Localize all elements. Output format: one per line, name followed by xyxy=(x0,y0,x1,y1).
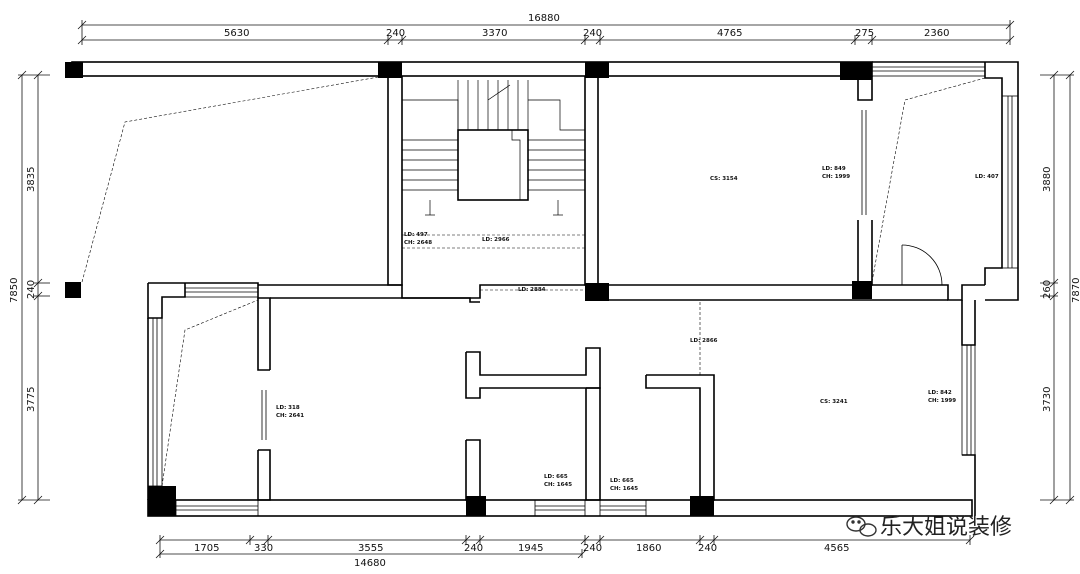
dim-bottom-7: 1860 xyxy=(636,543,661,554)
label-bottom-ch1: CH: 1645 xyxy=(544,482,572,488)
label-vertical-ld: LD: 2866 xyxy=(690,338,718,344)
dim-top-5: 4765 xyxy=(717,28,742,39)
dim-bottom-4: 240 xyxy=(464,543,483,554)
label-right-ld: LD: 842 xyxy=(928,390,952,396)
dim-right-3: 3730 xyxy=(1042,387,1053,412)
windows xyxy=(147,61,1019,517)
dim-right-2: 260 xyxy=(1042,280,1053,299)
dim-top-2: 240 xyxy=(386,28,405,39)
dim-right-1: 3880 xyxy=(1042,167,1053,192)
top-dimension xyxy=(77,20,1015,45)
dim-bottom-8: 240 xyxy=(698,543,717,554)
label-bottom-ch2: CH: 1645 xyxy=(610,486,638,492)
label-cs-bottom: CS: 3241 xyxy=(820,399,848,405)
dim-top-4: 240 xyxy=(583,28,602,39)
dim-bottom-3: 3555 xyxy=(358,543,383,554)
dim-bottom-1: 1705 xyxy=(194,543,219,554)
label-ld-top-window: LD: 849 xyxy=(822,166,846,172)
label-ch-top-window: CH: 1999 xyxy=(822,174,850,180)
dim-top-1: 5630 xyxy=(224,28,249,39)
dim-bottom-9: 4565 xyxy=(824,543,849,554)
bottom-dimension xyxy=(155,535,975,559)
label-ld-right-top: LD: 407 xyxy=(975,174,999,180)
dim-bottom-total: 14680 xyxy=(354,558,386,569)
wechat-icon xyxy=(846,516,877,537)
label-cs-top: CS: 3154 xyxy=(710,176,738,182)
label-bottom-ld2: LD: 665 xyxy=(610,478,634,484)
label-stair-ld2: LD: 2966 xyxy=(482,237,510,243)
label-bottom-ld1: LD: 665 xyxy=(544,474,568,480)
dim-bottom-2: 330 xyxy=(254,543,273,554)
dim-left-total: 7850 xyxy=(9,278,20,303)
dim-top-3: 3370 xyxy=(482,28,507,39)
dim-top-7: 2360 xyxy=(924,28,949,39)
label-right-ch: CH: 1999 xyxy=(928,398,956,404)
door-swing xyxy=(261,110,943,440)
label-corridor-ld: LD: 2884 xyxy=(518,287,546,293)
dim-left-3: 3775 xyxy=(26,387,37,412)
left-dimension xyxy=(17,70,50,505)
dim-bottom-5: 1945 xyxy=(518,543,543,554)
label-left-ld: LD: 318 xyxy=(276,405,300,411)
dim-bottom-6: 240 xyxy=(583,543,602,554)
dim-left-1: 3835 xyxy=(26,167,37,192)
staircase xyxy=(402,80,585,216)
watermark: 乐大姐说装修 xyxy=(846,515,1012,540)
label-stair-ld: LD: 497 xyxy=(404,232,428,238)
columns xyxy=(65,62,872,516)
dashed-lines xyxy=(81,75,986,487)
dim-left-2: 240 xyxy=(26,280,37,299)
label-stair-ch: CH: 2648 xyxy=(404,240,432,246)
dim-top-6: 275 xyxy=(855,28,874,39)
dim-top-total: 16880 xyxy=(528,13,560,24)
right-dimension xyxy=(1040,70,1075,505)
label-left-ch: CH: 2641 xyxy=(276,413,304,419)
dim-right-total: 7870 xyxy=(1071,278,1080,303)
watermark-text: 乐大姐说装修 xyxy=(880,515,1012,540)
